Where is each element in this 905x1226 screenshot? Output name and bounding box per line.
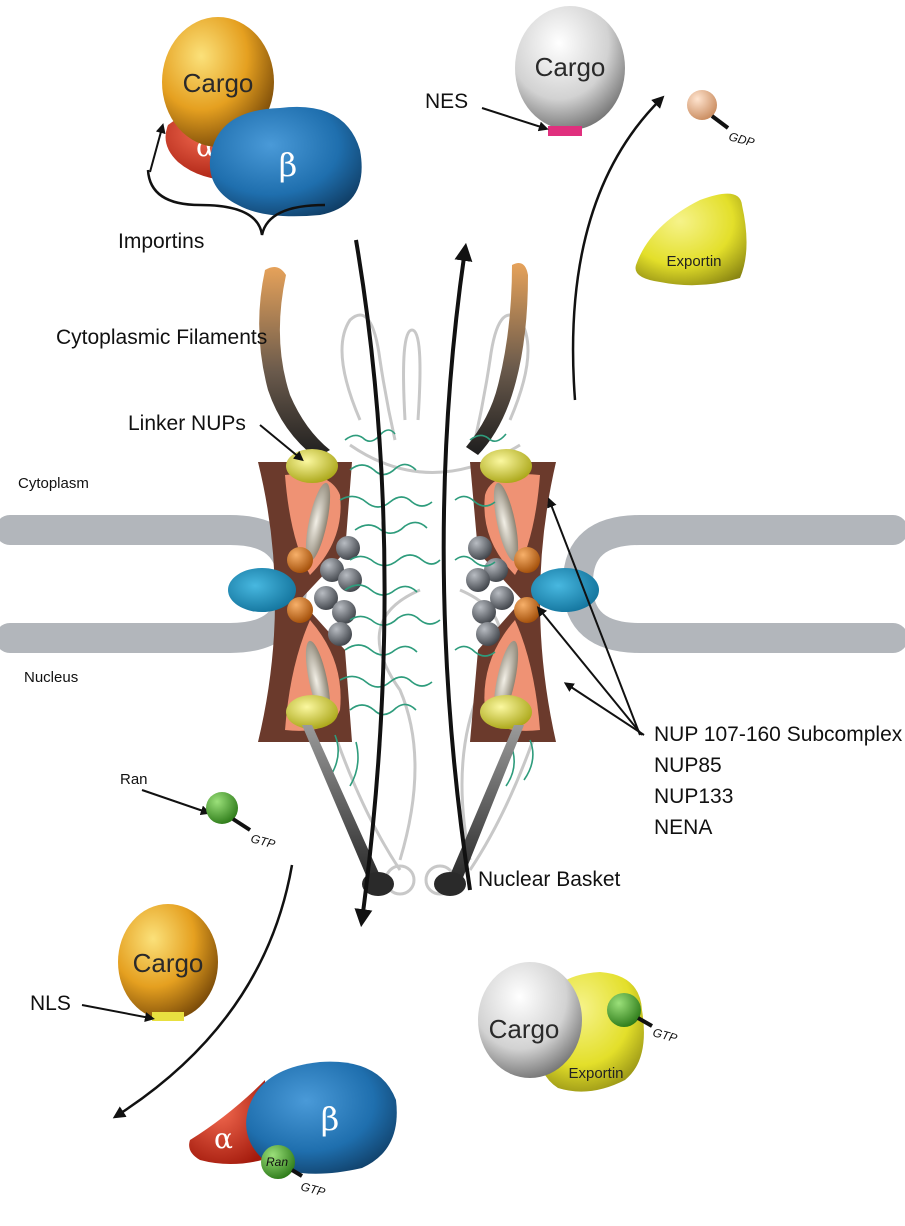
cargo-nls-label: Cargo (133, 948, 204, 978)
free-exportin: Exportin (636, 194, 747, 286)
nuclear-envelope (10, 530, 893, 638)
import-gtp-label: GTP (299, 1179, 326, 1199)
export-complex: Cargo Exportin GTP (478, 962, 679, 1092)
nup85-label: NUP85 (654, 754, 722, 777)
ran-gdp: GDP (687, 90, 756, 150)
nls-signal (152, 1012, 184, 1021)
nup-subcomplex-label: NUP 107-160 Subcomplex (654, 723, 903, 746)
linker-nup-right-bottom (480, 695, 532, 729)
export-arrow (444, 250, 470, 890)
export-cargo: Cargo (482, 6, 625, 136)
nuclear-basket-label: Nuclear Basket (478, 868, 621, 891)
ran-gtp-bound-export (607, 993, 641, 1027)
filament-left (259, 267, 330, 458)
exportin-top-label: Exportin (666, 253, 721, 270)
ran-pointer (142, 790, 206, 812)
pore-half-left (228, 449, 362, 742)
recycled-importins: α β Ran GTP (189, 1062, 397, 1200)
cargo-export-bottom-label: Cargo (489, 1014, 560, 1044)
ran-label: Ran (120, 771, 148, 788)
cytoplasm-label: Cytoplasm (18, 475, 89, 492)
pore-half-right (466, 449, 599, 742)
ran-small-label: Ran (266, 1155, 288, 1169)
nes-signal (548, 126, 582, 136)
recycled-alpha-glyph: α (214, 1122, 233, 1155)
linker-nup-right-top (480, 449, 532, 483)
importin-beta-glyph: β (279, 146, 298, 184)
ran-gtp-free: GTP (206, 792, 277, 851)
cargo-importin-label: Cargo (183, 68, 254, 98)
teal-nup-right (531, 568, 599, 612)
teal-nup-left (228, 568, 296, 612)
cargo-export-top-label: Cargo (535, 52, 606, 82)
importin-complex: α Cargo β (148, 17, 362, 235)
exportin-shape-top (636, 194, 747, 286)
recycled-beta-glyph: β (321, 1100, 340, 1138)
nls-cargo: Cargo (82, 904, 218, 1021)
filament-right (466, 263, 528, 455)
importins-label: Importins (118, 230, 204, 253)
nena-label: NENA (654, 816, 712, 839)
exportin-bottom-label: Exportin (568, 1065, 623, 1082)
linker-nups-label: Linker NUPs (128, 412, 246, 435)
basket-ring-right (434, 872, 466, 896)
nls-label: NLS (30, 992, 71, 1015)
membrane-inner-right (578, 586, 893, 638)
nup133-label: NUP133 (654, 785, 733, 808)
cytoplasmic-filaments-label: Cytoplasmic Filaments (56, 326, 267, 349)
ran-gtp-label: GTP (249, 831, 276, 851)
gdp-label: GDP (727, 129, 756, 149)
nucleus-label: Nucleus (24, 669, 78, 686)
export-gtp-label: GTP (651, 1025, 678, 1045)
linker-nup-left-bottom (286, 695, 338, 729)
nes-label: NES (425, 90, 468, 113)
membrane-outer-right (578, 530, 893, 582)
